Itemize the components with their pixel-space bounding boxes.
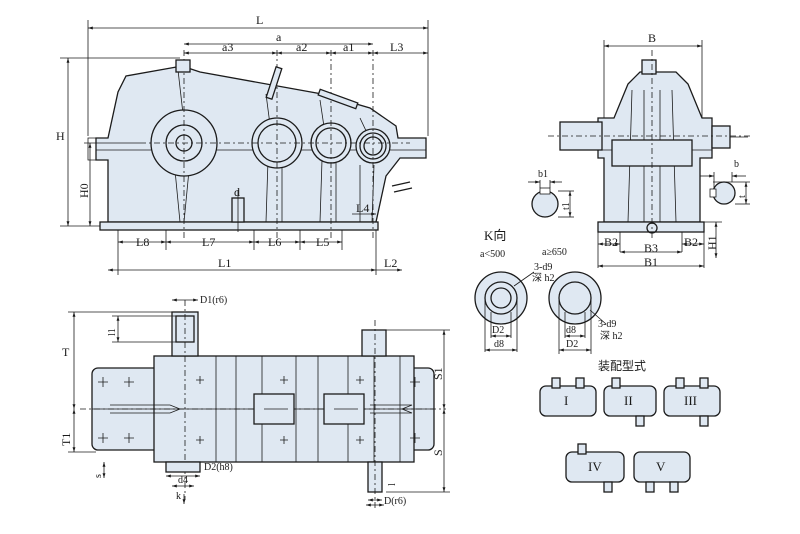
side-view	[548, 40, 752, 268]
k-view-right	[548, 271, 607, 354]
k-view-title: K向	[484, 228, 507, 243]
dim-l: l	[387, 483, 398, 486]
dim-H: H	[56, 129, 65, 143]
assembly-type-5: V	[656, 459, 666, 474]
dim-L2: L2	[384, 256, 398, 270]
dim-S1: S1	[431, 367, 445, 380]
plan-view	[68, 298, 450, 510]
dim-B3: B3	[644, 241, 659, 255]
dim-s: s	[93, 474, 104, 478]
dim-D2-h8: D2(h8)	[204, 462, 233, 473]
front-view	[60, 20, 429, 275]
dim-a: a	[276, 30, 282, 44]
k-view-right-depth: 深 h2	[600, 331, 623, 342]
dim-l1: l1	[107, 328, 118, 336]
dim-H0: H0	[77, 183, 91, 198]
keyway-left	[528, 180, 574, 218]
dim-T: T	[62, 345, 70, 359]
dim-L4: L4	[356, 201, 370, 215]
dim-L6: L6	[268, 235, 282, 249]
dim-k-right-d8: d8	[566, 325, 576, 336]
dim-a1: a1	[343, 40, 355, 54]
dim-L3: L3	[390, 40, 404, 54]
dim-L7: L7	[202, 235, 216, 249]
keyway-right	[700, 172, 750, 205]
dim-a3: a3	[222, 40, 234, 54]
dim-B2-left: B2	[604, 235, 619, 249]
dim-S: S	[431, 449, 445, 456]
dim-D-r6: D(r6)	[384, 496, 407, 507]
dim-t: t	[737, 195, 748, 198]
k-view-left-hole: 3-d9	[534, 262, 553, 273]
dim-d: d	[234, 185, 240, 199]
dim-L1: L1	[218, 256, 232, 270]
k-view-left-depth: 深 h2	[532, 273, 555, 284]
dim-b1: b1	[538, 169, 548, 180]
assembly-type-4: IV	[588, 459, 602, 474]
dim-L8: L8	[136, 235, 150, 249]
dim-B1: B1	[644, 255, 659, 269]
assembly-type-2: II	[624, 393, 633, 408]
dim-T1: T1	[59, 432, 73, 446]
dim-k: k	[176, 491, 181, 502]
assembly-type-1: I	[564, 393, 569, 408]
dim-L: L	[256, 13, 264, 27]
dim-k-left-D2: D2	[492, 325, 505, 336]
dim-d4: d4	[178, 475, 188, 486]
dim-t1: t1	[561, 202, 572, 210]
assembly-type-3: III	[684, 393, 697, 408]
dim-k-left-d8: d8	[494, 339, 504, 350]
dim-H1: H1	[705, 235, 719, 250]
dim-B2-right: B2	[684, 235, 699, 249]
assembly-title: 装配型式	[598, 359, 647, 373]
k-view-right-hole: 3-d9	[598, 319, 617, 330]
dim-D1-r6: D1(r6)	[200, 295, 228, 306]
assembly-types	[539, 377, 721, 493]
k-view-left	[474, 271, 535, 352]
dim-L5: L5	[316, 235, 330, 249]
k-view-left-caption: a<500	[480, 249, 506, 260]
dim-b: b	[734, 159, 739, 170]
dim-B: B	[648, 31, 657, 45]
k-view-right-caption: a≥650	[542, 247, 567, 258]
dim-k-right-D2: D2	[566, 339, 579, 350]
dim-a2: a2	[296, 40, 308, 54]
